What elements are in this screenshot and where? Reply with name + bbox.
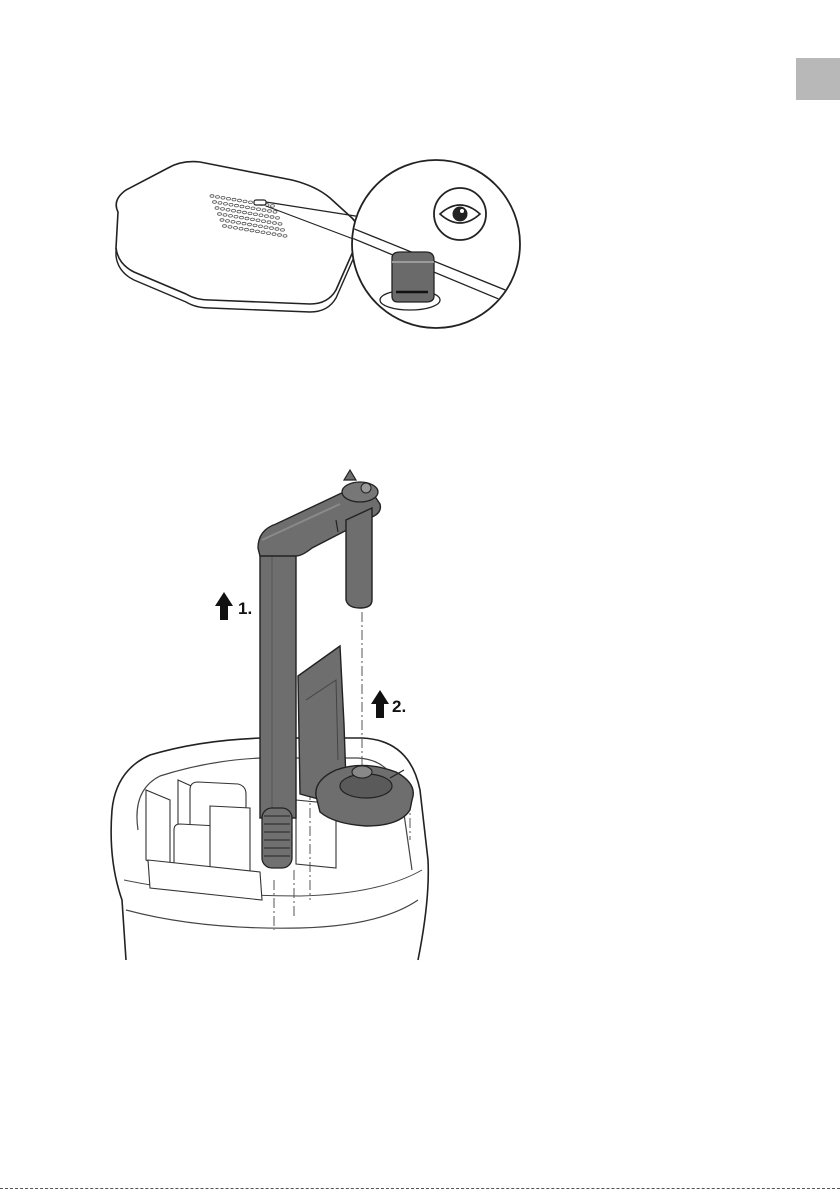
step-2-arrow — [371, 690, 389, 718]
tube-flex-end — [262, 808, 292, 868]
eye-icon — [434, 188, 486, 240]
step-1-label: 1. — [238, 599, 252, 618]
magnified-detail — [352, 160, 530, 328]
step-1-arrow — [215, 592, 233, 620]
slider-knob — [392, 252, 434, 302]
tank-figure: 1. 2. — [111, 470, 428, 960]
page-bottom-rule — [0, 1188, 840, 1189]
step-2-label: 2. — [392, 697, 406, 716]
lid — [116, 162, 368, 312]
slider-slot — [254, 200, 266, 205]
